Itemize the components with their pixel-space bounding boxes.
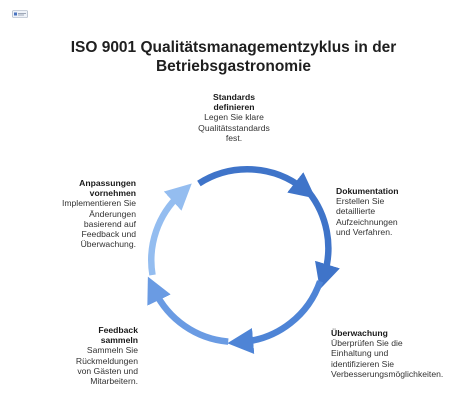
step-description: identifizieren Sie (331, 358, 395, 369)
step-heading: vornehmen (89, 188, 136, 199)
cycle-arrow-3 (227, 280, 324, 354)
step-description: fest. (225, 132, 243, 143)
step-description: basierend auf (83, 218, 136, 229)
step-heading: definieren (213, 102, 255, 113)
step-heading: Standards (212, 92, 256, 102)
step-description: Qualitätsstandards (198, 122, 270, 133)
step-description: von Gästen und (77, 365, 138, 376)
cycle-arrow-5 (148, 183, 192, 276)
step-description: Einhaltung und (331, 348, 389, 359)
cycle-arrow-4 (147, 276, 229, 345)
step-description: Verbesserungsmöglichkeiten. (331, 368, 444, 379)
step-description: Aufzeichnungen (336, 216, 398, 227)
step-heading: sammeln (100, 335, 138, 346)
cycle-arrow-1 (197, 166, 316, 199)
step-standards-definieren: Standards definieren Legen Sie klare Qua… (175, 92, 293, 143)
step-description: Mitarbeitern. (90, 376, 138, 387)
step-heading: Feedback (98, 325, 138, 335)
title-line-2: Betriebsgastronomie (155, 58, 312, 75)
step-description: Implementieren Sie (61, 198, 136, 209)
step-description: Überwachung. (80, 239, 136, 250)
step-description: Erstellen Sie (336, 196, 385, 207)
step-description: Rückmeldungen (75, 355, 138, 366)
cycle-arrow-2 (306, 189, 340, 290)
step-heading: Dokumentation (336, 186, 399, 196)
title-line-1: ISO 9001 Qualitätsmanagementzyklus in de… (70, 39, 397, 56)
step-heading: Überwachung (331, 328, 388, 338)
step-description: Feedback und (81, 229, 136, 240)
small-logo-icon (12, 10, 28, 18)
step-ueberwachung: Überwachung Überprüfen Sie die Einhaltun… (331, 328, 461, 379)
diagram-title: ISO 9001 Qualitätsmanagementzyklus in de… (0, 38, 467, 76)
step-description: Änderungen (89, 208, 136, 219)
step-feedback-sammeln: Feedback sammeln Sammeln Sie Rückmeldung… (48, 325, 138, 386)
step-description: Legen Sie klare (204, 112, 264, 123)
step-dokumentation: Dokumentation Erstellen Sie detaillierte… (336, 186, 446, 237)
step-description: detaillierte (336, 206, 376, 217)
step-description: Sammeln Sie (86, 345, 138, 356)
step-description: Überprüfen Sie die (331, 338, 403, 349)
step-anpassungen-vornehmen: Anpassungen vornehmen Implementieren Sie… (26, 178, 136, 249)
step-heading: Anpassungen (79, 178, 136, 188)
step-description: und Verfahren. (336, 226, 393, 237)
